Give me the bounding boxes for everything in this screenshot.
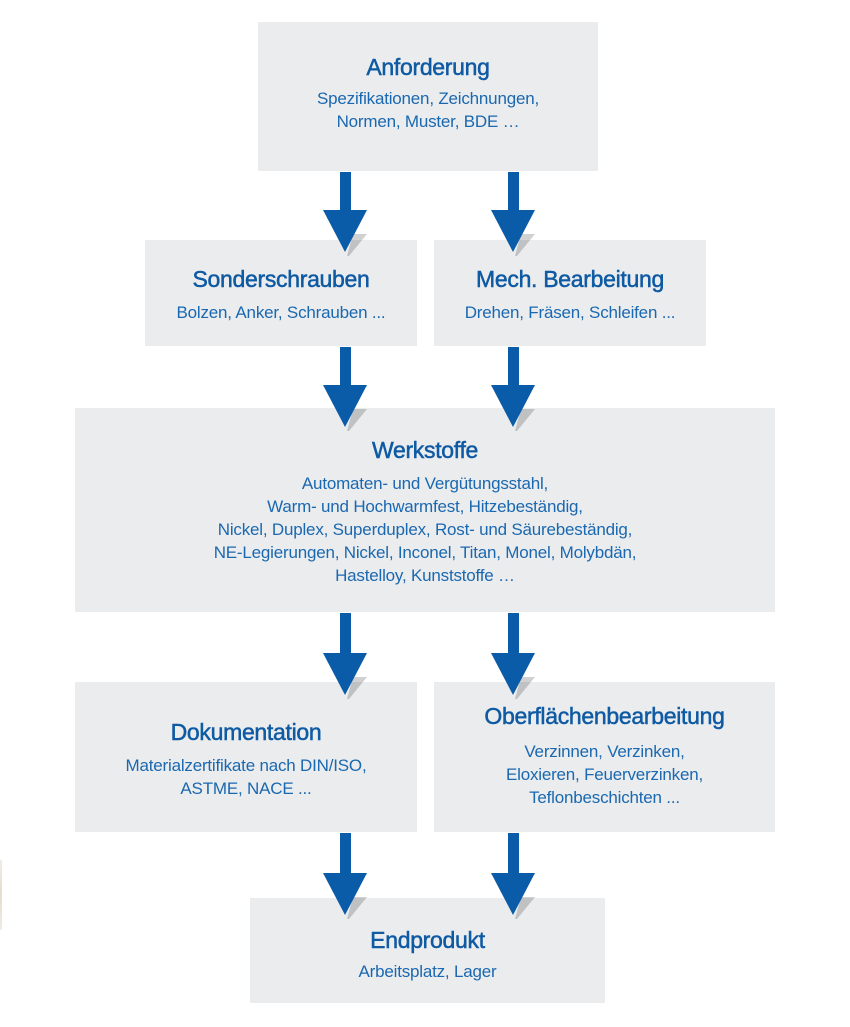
desc-line: Bolzen, Anker, Schrauben ... bbox=[176, 303, 386, 322]
node-title: Dokumentation bbox=[170, 718, 322, 745]
desc-line: ASTME, NACE ... bbox=[180, 778, 312, 798]
desc-line: Drehen, Fräsen, Schleifen ... bbox=[464, 303, 676, 322]
arrow-down-icon bbox=[491, 613, 535, 699]
node-werkstoffe: Werkstoffe Automaten- und Vergütungsstah… bbox=[75, 408, 775, 612]
desc-line: NE-Legierungen, Nickel, Inconel, Titan, … bbox=[213, 543, 637, 562]
node-description: Spezifikationen, Zeichnungen, Normen, Mu… bbox=[317, 87, 539, 133]
desc-line: Spezifikationen, Zeichnungen, bbox=[317, 89, 539, 108]
desc-line: Automaten- und Vergütungsstahl, bbox=[301, 474, 549, 493]
node-sonderschrauben: Sonderschrauben Bolzen, Anker, Schrauben… bbox=[145, 240, 417, 346]
arrow-down-icon bbox=[491, 172, 535, 256]
desc-line: Normen, Muster, BDE … bbox=[336, 112, 520, 131]
node-title: Werkstoffe bbox=[371, 437, 479, 464]
node-description: Materialzertifikate nach DIN/ISO, ASTME,… bbox=[126, 754, 367, 800]
node-oberflaechenbearbeitung: Oberflächenbearbeitung Verzinnen, Verzin… bbox=[434, 682, 775, 832]
node-title: Anforderung bbox=[366, 54, 490, 81]
arrow-down-icon bbox=[323, 347, 367, 431]
node-description: Verzinnen, Verzinken, Eloxieren, Feuerve… bbox=[506, 740, 703, 809]
arrow-down-icon bbox=[323, 613, 367, 699]
desc-line: Hastelloy, Kunststoffe … bbox=[335, 566, 515, 585]
node-description: Arbeitsplatz, Lager bbox=[359, 960, 497, 983]
desc-line: Eloxieren, Feuerverzinken, bbox=[505, 765, 703, 784]
desc-line: Nickel, Duplex, Superduplex, Rost- und S… bbox=[217, 520, 633, 539]
arrow-down-icon bbox=[323, 172, 367, 256]
node-mech-bearbeitung: Mech. Bearbeitung Drehen, Fräsen, Schlei… bbox=[434, 240, 706, 346]
arrow-down-icon bbox=[491, 347, 535, 431]
arrow-down-icon bbox=[491, 833, 535, 919]
node-endprodukt: Endprodukt Arbeitsplatz, Lager bbox=[250, 898, 605, 1003]
desc-line: Materialzertifikate nach DIN/ISO, bbox=[125, 755, 367, 775]
node-anforderung: Anforderung Spezifikationen, Zeichnungen… bbox=[258, 22, 598, 171]
desc-line: Verzinnen, Verzinken, bbox=[524, 742, 685, 761]
node-description: Bolzen, Anker, Schrauben ... bbox=[177, 301, 386, 324]
node-description: Automaten- und Vergütungsstahl, Warm- un… bbox=[214, 472, 637, 587]
node-title: Oberflächenbearbeitung bbox=[484, 703, 725, 730]
desc-line: Warm- und Hochwarmfest, Hitzebeständig, bbox=[267, 497, 583, 516]
node-title: Mech. Bearbeitung bbox=[476, 266, 665, 293]
desc-line: Arbeitsplatz, Lager bbox=[358, 961, 497, 981]
node-description: Drehen, Fräsen, Schleifen ... bbox=[465, 301, 676, 324]
node-title: Endprodukt bbox=[370, 926, 485, 953]
node-dokumentation: Dokumentation Materialzertifikate nach D… bbox=[75, 682, 417, 832]
desc-line: Teflonbeschichten ... bbox=[529, 788, 680, 807]
node-title: Sonderschrauben bbox=[192, 266, 370, 293]
arrow-down-icon bbox=[323, 833, 367, 919]
scan-edge-artifact bbox=[0, 860, 2, 930]
